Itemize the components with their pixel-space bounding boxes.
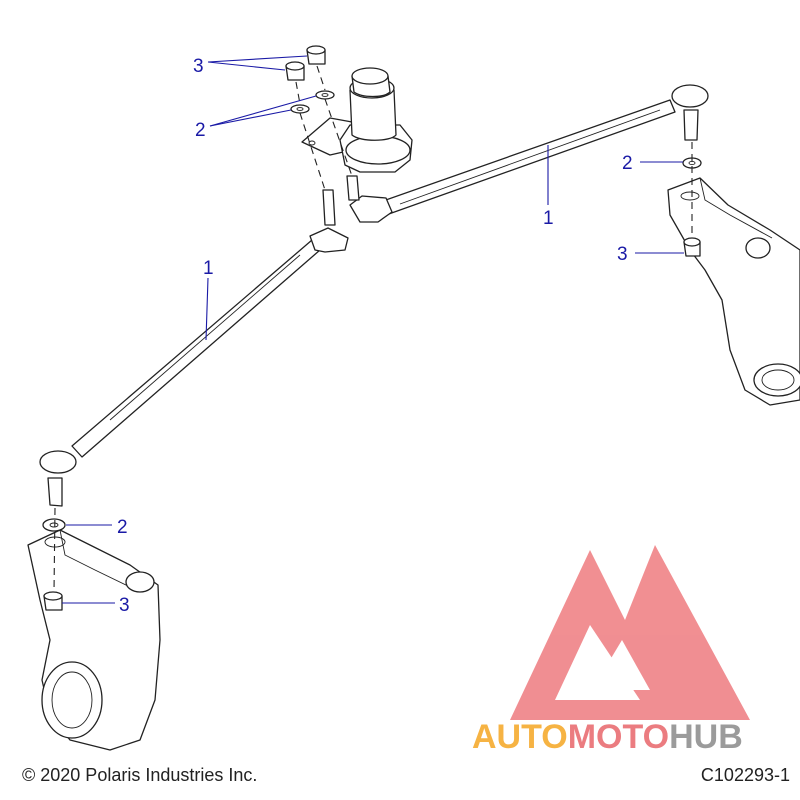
watermark-text: AUTOMOTOHUB — [472, 718, 743, 756]
figure-id: C102293-1 — [700, 765, 790, 785]
callout-rod-right: 1 — [543, 208, 554, 229]
tie-rod-right — [349, 84, 709, 223]
washer-top-right — [315, 90, 335, 100]
callout-nut-left: 3 — [119, 595, 130, 616]
callout-rod-left: 1 — [203, 258, 214, 279]
copyright-text: © 2020 Polaris Industries Inc. — [22, 765, 258, 785]
callout-leaders — [62, 55, 684, 604]
callout-washer-right: 2 — [622, 153, 633, 174]
left-knuckle — [27, 529, 161, 751]
washer-top-left — [290, 104, 310, 114]
callout-washer-left: 2 — [117, 517, 128, 538]
tie-rod-left — [39, 227, 349, 507]
watermark-moto: MOTO — [568, 718, 669, 756]
callout-washer-top: 2 — [195, 120, 206, 141]
inner-studs — [322, 175, 360, 226]
callout-nut-right: 3 — [617, 244, 628, 265]
right-knuckle — [667, 177, 800, 406]
steering-column — [301, 67, 413, 173]
callout-nut-top: 3 — [193, 56, 204, 77]
washer-left — [42, 518, 66, 532]
watermark-auto: AUTO — [472, 718, 568, 756]
watermark-hub: HUB — [669, 718, 743, 756]
watermark-logo: AUTOMOTOHUB — [472, 545, 750, 756]
assembly-lines — [53, 65, 693, 593]
